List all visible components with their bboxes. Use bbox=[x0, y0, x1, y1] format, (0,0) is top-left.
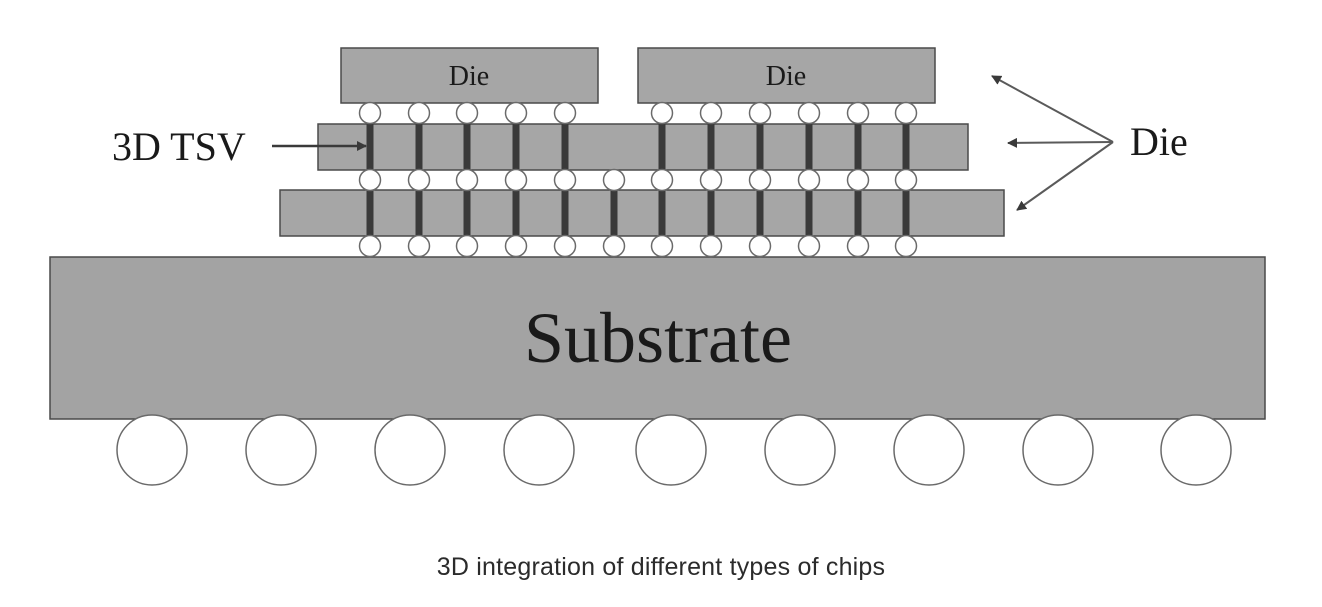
top-die-right-label: Die bbox=[766, 61, 806, 92]
micro-bump bbox=[455, 168, 479, 192]
tsv-via bbox=[463, 190, 471, 236]
tsv-via bbox=[366, 190, 374, 236]
micro-bump bbox=[553, 234, 577, 258]
solder-ball bbox=[893, 414, 965, 486]
solder-ball bbox=[635, 414, 707, 486]
tsv-via bbox=[610, 190, 618, 236]
tsv-via bbox=[854, 190, 862, 236]
micro-bump bbox=[602, 234, 626, 258]
tsv-via bbox=[561, 124, 569, 170]
tsv-via bbox=[366, 124, 374, 170]
micro-bump bbox=[407, 101, 431, 125]
micro-bump bbox=[797, 168, 821, 192]
micro-bump bbox=[748, 234, 772, 258]
tsv-via bbox=[805, 190, 813, 236]
tsv-via bbox=[707, 190, 715, 236]
micro-bump bbox=[894, 234, 918, 258]
bottom-die bbox=[279, 189, 1005, 237]
solder-ball bbox=[503, 414, 575, 486]
micro-bump bbox=[699, 234, 723, 258]
tsv-via bbox=[707, 124, 715, 170]
top-die-left bbox=[340, 47, 599, 104]
solder-ball bbox=[116, 414, 188, 486]
solder-ball bbox=[245, 414, 317, 486]
tsv-via bbox=[756, 124, 764, 170]
substrate bbox=[49, 256, 1266, 420]
substrate-label: Substrate bbox=[524, 298, 792, 378]
solder-ball bbox=[374, 414, 446, 486]
top-die-right bbox=[637, 47, 936, 104]
micro-bump bbox=[553, 101, 577, 125]
tsv-via bbox=[512, 190, 520, 236]
micro-bump bbox=[602, 168, 626, 192]
tsv-via bbox=[854, 124, 862, 170]
micro-bump bbox=[407, 234, 431, 258]
micro-bump bbox=[650, 168, 674, 192]
die-callout-arrow-top bbox=[991, 75, 1114, 143]
tsv-via bbox=[756, 190, 764, 236]
micro-bumps bbox=[358, 101, 918, 258]
micro-bump bbox=[650, 101, 674, 125]
micro-bump bbox=[504, 234, 528, 258]
micro-bump bbox=[846, 234, 870, 258]
figure-caption: 3D integration of different types of chi… bbox=[436, 553, 886, 581]
micro-bump bbox=[455, 101, 479, 125]
micro-bump bbox=[358, 101, 382, 125]
micro-bump bbox=[748, 101, 772, 125]
micro-bump bbox=[797, 234, 821, 258]
tsv-via bbox=[805, 124, 813, 170]
micro-bump bbox=[894, 168, 918, 192]
solder-ball bbox=[1160, 414, 1232, 486]
micro-bump bbox=[846, 168, 870, 192]
die-callout-arrows bbox=[991, 75, 1114, 211]
micro-bump bbox=[699, 168, 723, 192]
tsv-via bbox=[415, 190, 423, 236]
tsv-via bbox=[902, 124, 910, 170]
tsv-vias bbox=[366, 124, 910, 236]
die-callout-label: Die bbox=[1130, 119, 1188, 164]
die-callout-arrow-middle bbox=[1007, 137, 1114, 148]
tsv-via bbox=[463, 124, 471, 170]
solder-ball bbox=[764, 414, 836, 486]
micro-bump bbox=[699, 101, 723, 125]
tsv-label: 3D TSV bbox=[112, 124, 246, 169]
micro-bump bbox=[407, 168, 431, 192]
tsv-via bbox=[561, 190, 569, 236]
solder-balls bbox=[116, 414, 1232, 486]
tsv-via bbox=[658, 124, 666, 170]
tsv-via bbox=[902, 190, 910, 236]
die-callout-arrow-bottom bbox=[1016, 141, 1114, 211]
tsv-via bbox=[658, 190, 666, 236]
solder-ball bbox=[1022, 414, 1094, 486]
micro-bump bbox=[504, 101, 528, 125]
micro-bump bbox=[358, 234, 382, 258]
tsv-via bbox=[415, 124, 423, 170]
micro-bump bbox=[846, 101, 870, 125]
tsv-via bbox=[512, 124, 520, 170]
micro-bump bbox=[504, 168, 528, 192]
top-die-left-label: Die bbox=[449, 61, 489, 92]
micro-bump bbox=[894, 101, 918, 125]
micro-bump bbox=[553, 168, 577, 192]
micro-bump bbox=[650, 234, 674, 258]
micro-bump bbox=[455, 234, 479, 258]
micro-bump bbox=[358, 168, 382, 192]
micro-bump bbox=[748, 168, 772, 192]
micro-bump bbox=[797, 101, 821, 125]
